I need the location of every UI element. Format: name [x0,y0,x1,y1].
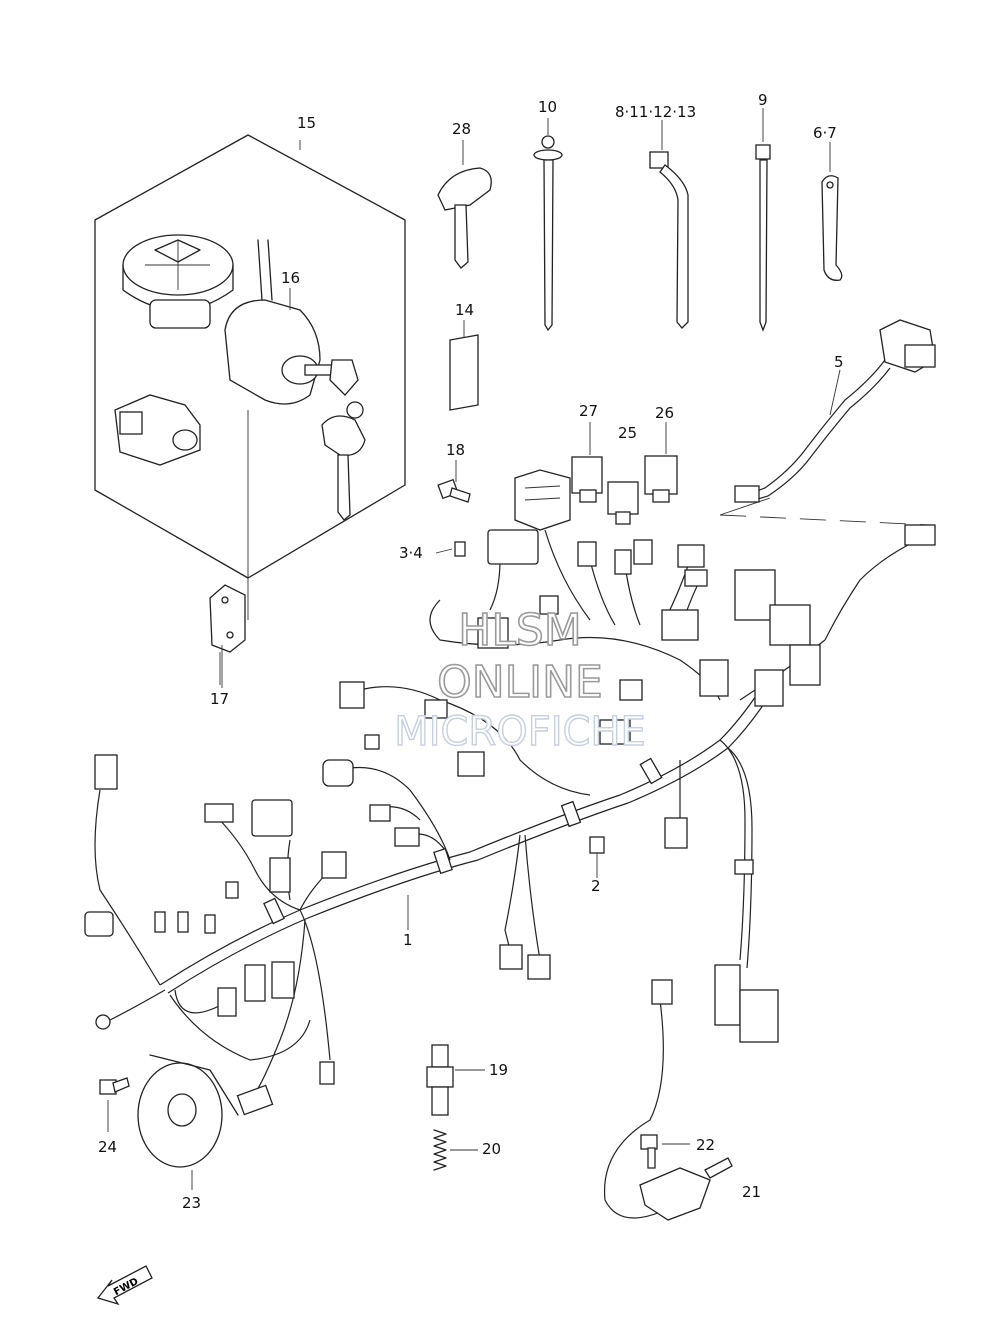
callout-19: 19 [489,1061,508,1079]
sensor-21 [639,1157,733,1221]
callout-21: 21 [742,1183,761,1201]
bolt-18 [437,460,471,503]
key-blank-28 [437,140,492,269]
horn-23 [137,1054,239,1190]
callout-25: 25 [618,424,637,442]
callout-22: 22 [696,1136,715,1154]
callout-2: 2 [591,877,601,895]
callout-16: 16 [281,269,300,287]
callout-10: 10 [538,98,557,116]
watermark: HLSM ONLINE MICROFICHE [393,604,646,756]
callout-27: 27 [579,402,598,420]
callout-8-13: 8·11·12·13 [615,103,696,121]
callout-23: 23 [182,1194,201,1212]
leader-lines [221,288,598,930]
key-set [321,401,366,521]
callout-5: 5 [834,353,844,371]
seat-lock [114,394,201,466]
bolt-24 [99,1077,130,1132]
watermark-line1: HLSM [458,605,582,656]
harness-connectors [84,529,821,1116]
watermark-line2: ONLINE [437,657,603,708]
callout-1: 1 [403,931,413,949]
callout-18: 18 [446,441,465,459]
bracket-17 [209,578,249,685]
clamp-6-7 [821,142,843,281]
fuel-cap-lock [122,234,234,329]
clamp-10 [533,118,563,332]
callout-6-7: 6·7 [813,124,837,142]
callout-14: 14 [455,301,474,319]
sub-harness-5 [719,319,936,641]
cable-tie-9 [755,108,771,332]
ignition-switch [224,239,359,578]
callout-20: 20 [482,1140,501,1158]
watermark-line3: MICROFICHE [394,709,646,755]
relay-27 [571,422,603,503]
bolt-22 [640,1134,690,1169]
clamp-8-13 [649,120,689,329]
relay-25 [607,481,639,525]
fuse-box [514,469,571,531]
switch-19 [426,1044,485,1116]
callout-28: 28 [452,120,471,138]
ignition-set-box [94,134,406,579]
callout-26: 26 [655,404,674,422]
main-wiring-harness [94,529,826,1219]
callout-17: 17 [210,690,229,708]
callout-labels: 1 2 3·4 5 6·7 8·11·12·13 9 10 14 15 16 1… [98,91,844,1212]
relay-26 [644,422,678,503]
callout-15: 15 [297,114,316,132]
callout-24: 24 [98,1138,117,1156]
callout-9: 9 [758,91,768,109]
callout-3-4: 3·4 [399,544,423,562]
label-sticker-14 [449,320,479,411]
fuse-3-4 [454,541,466,557]
fwd-arrow: FWD [96,1265,153,1306]
spring-20 [433,1129,478,1171]
